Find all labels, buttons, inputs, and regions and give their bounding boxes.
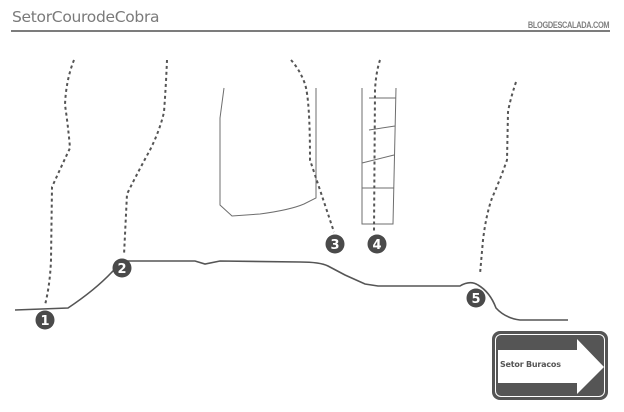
site-watermark: BLOGDESCALADA.COM [527,20,610,30]
route-badge-2-label: 2 [117,262,126,277]
ground-line [14,260,568,321]
route-1-line [44,59,75,306]
route-4-line [373,59,381,233]
route-5-line [479,81,517,275]
header: SetorCourodeCobra BLOGDESCALADA.COM [0,0,624,40]
route-2-line [123,59,168,256]
sign-label: Setor Buracos [500,360,561,369]
rock-flake-left [219,87,317,217]
sign-border [495,334,605,397]
right-arrow-icon [498,339,604,394]
route-badge-1-label: 1 [40,314,49,329]
route-badge-1[interactable]: 1 [35,310,55,330]
route-badge-3[interactable]: 3 [325,234,345,254]
route-badge-2[interactable]: 2 [112,258,132,278]
crack-ladder [361,87,397,225]
sector-direction-sign[interactable]: Setor Buracos [492,331,608,400]
route-3-line [290,59,335,233]
route-badge-5[interactable]: 5 [466,288,486,308]
route-badge-3-label: 3 [330,238,339,253]
route-badge-4[interactable]: 4 [367,234,387,254]
route-badge-4-label: 4 [372,238,381,253]
page-title: SetorCourodeCobra [12,8,160,26]
title-underline [11,30,610,32]
route-badge-5-label: 5 [471,292,480,307]
